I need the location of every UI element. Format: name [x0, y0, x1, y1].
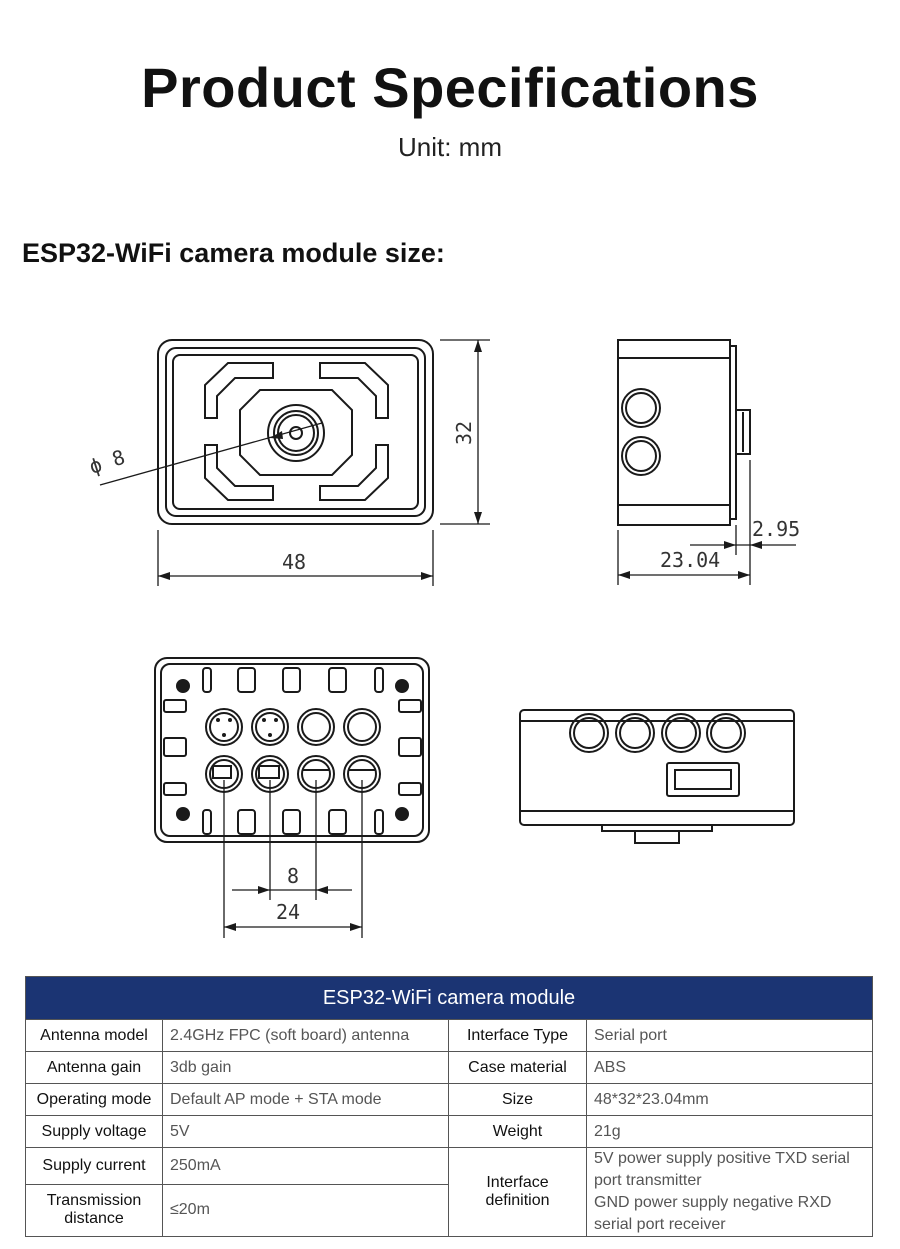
spec-key: Antenna model [25, 1019, 163, 1052]
spec-key: Case material [448, 1051, 587, 1084]
spec-key: Size [448, 1083, 587, 1116]
side-view [618, 340, 750, 525]
table-row: Operating mode Default AP mode + STA mod… [25, 1083, 873, 1116]
span-label: 24 [276, 900, 300, 924]
side-offset-label: 2.95 [752, 517, 800, 541]
spec-value: 5V [162, 1115, 449, 1148]
interface-definition: 5V power supply positive TXD serial port… [586, 1147, 873, 1237]
table-row: Supply current 250mA Interface definitio… [25, 1147, 873, 1237]
spec-key: Weight [448, 1115, 587, 1148]
spec-value: Serial port [586, 1019, 873, 1052]
spec-key: Interface definition [448, 1147, 587, 1237]
table-title: ESP32-WiFi camera module [25, 976, 873, 1020]
spec-key: Supply voltage [25, 1115, 163, 1148]
spec-value: 250mA [162, 1147, 449, 1185]
table-row: Supply voltage 5V Weight 21g [25, 1115, 873, 1148]
spec-key: Interface Type [448, 1019, 587, 1052]
lens-diameter-label: ϕ 8 [86, 445, 128, 479]
spec-value: ≤20m [162, 1183, 449, 1238]
interface-line: GND power supply negative RXD serial por… [594, 1194, 832, 1233]
spec-value: 2.4GHz FPC (soft board) antenna [162, 1019, 449, 1052]
table-row: Antenna model 2.4GHz FPC (soft board) an… [25, 1019, 873, 1052]
spec-value: 3db gain [162, 1051, 449, 1084]
unit-label: Unit: mm [398, 132, 502, 162]
edge-view [520, 710, 794, 843]
back-view [155, 658, 429, 842]
table-row: Transmission distance ≤20m [25, 1183, 873, 1238]
page-title: Product Specifications [141, 56, 759, 119]
spec-key: Transmission distance [25, 1183, 163, 1238]
front-height-label: 32 [452, 421, 476, 445]
front-view [158, 340, 433, 524]
table-row: Antenna gain 3db gain Case material ABS [25, 1051, 873, 1084]
dimension-drawing: ϕ 8 48 32 23.04 2.95 8 24 [86, 300, 800, 950]
section-title: ESP32-WiFi camera module size: [22, 238, 445, 268]
side-depth-label: 23.04 [660, 548, 720, 572]
spec-value: 21g [586, 1115, 873, 1148]
spec-value: 48*32*23.04mm [586, 1083, 873, 1116]
spec-value: ABS [586, 1051, 873, 1084]
interface-line: 5V power supply positive TXD serial port… [594, 1150, 850, 1189]
spec-table: ESP32-WiFi camera module Antenna model 2… [25, 976, 873, 1238]
spec-key: Antenna gain [25, 1051, 163, 1084]
pitch-label: 8 [287, 864, 299, 888]
spec-key: Operating mode [25, 1083, 163, 1116]
front-width-label: 48 [282, 550, 306, 574]
spec-value: Default AP mode + STA mode [162, 1083, 449, 1116]
spec-key: Supply current [25, 1147, 163, 1185]
